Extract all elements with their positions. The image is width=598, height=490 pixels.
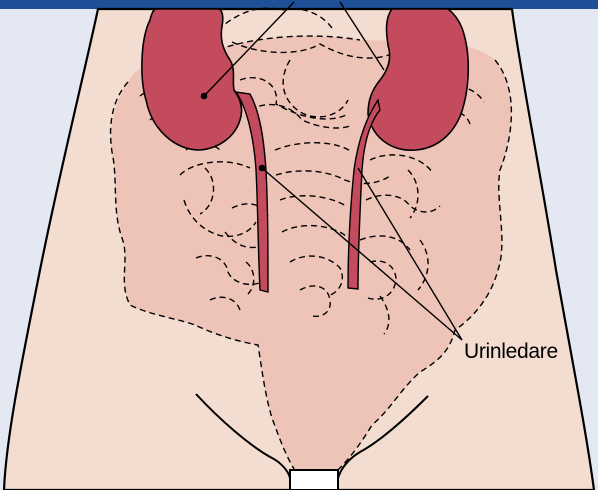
top-band [0, 0, 598, 9]
urethra [290, 470, 338, 490]
ureter-label: Urinledare [464, 340, 558, 364]
left-kidney-marker [201, 93, 208, 100]
left-ureter-marker [259, 165, 266, 172]
